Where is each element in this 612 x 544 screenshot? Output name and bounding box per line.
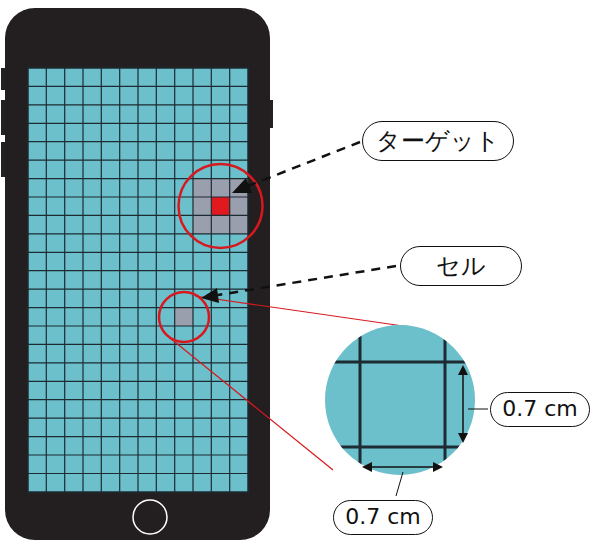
target-circle [179,164,263,248]
label-text: 0.7 cm [345,505,421,529]
arrowhead [458,433,468,443]
phone-screen [28,68,248,492]
screen-grid [28,68,248,492]
zoom-circle [325,325,475,475]
callout-label: セル [400,246,522,286]
zoom-line [195,296,410,327]
dashed-leader [248,142,360,186]
arrowhead [433,462,443,472]
label-text: 0.7 cm [502,397,578,421]
arrowhead [232,178,252,193]
phone-body [5,8,270,540]
dashed-leader [218,266,396,295]
leader-line [468,409,488,410]
arrowhead [458,365,468,375]
zoom-line [170,338,333,470]
arrowhead [201,288,219,303]
dimension-line [368,466,437,468]
screen-border [28,68,248,492]
dimension-line [462,371,464,438]
highlight-cell [175,308,193,326]
callout-label: ターゲット [362,121,514,161]
callout-label: 0.7 cm [490,392,590,427]
target-cell [211,197,229,215]
label-text: セル [436,253,486,279]
leader-line [396,472,403,496]
zoom-grid-line [320,320,480,480]
zoom-grid [320,320,480,480]
cell-circle [159,292,209,342]
home-button [133,500,167,534]
arrowhead [362,462,372,472]
callout-label: 0.7 cm [333,500,433,535]
label-text: ターゲット [376,128,500,154]
